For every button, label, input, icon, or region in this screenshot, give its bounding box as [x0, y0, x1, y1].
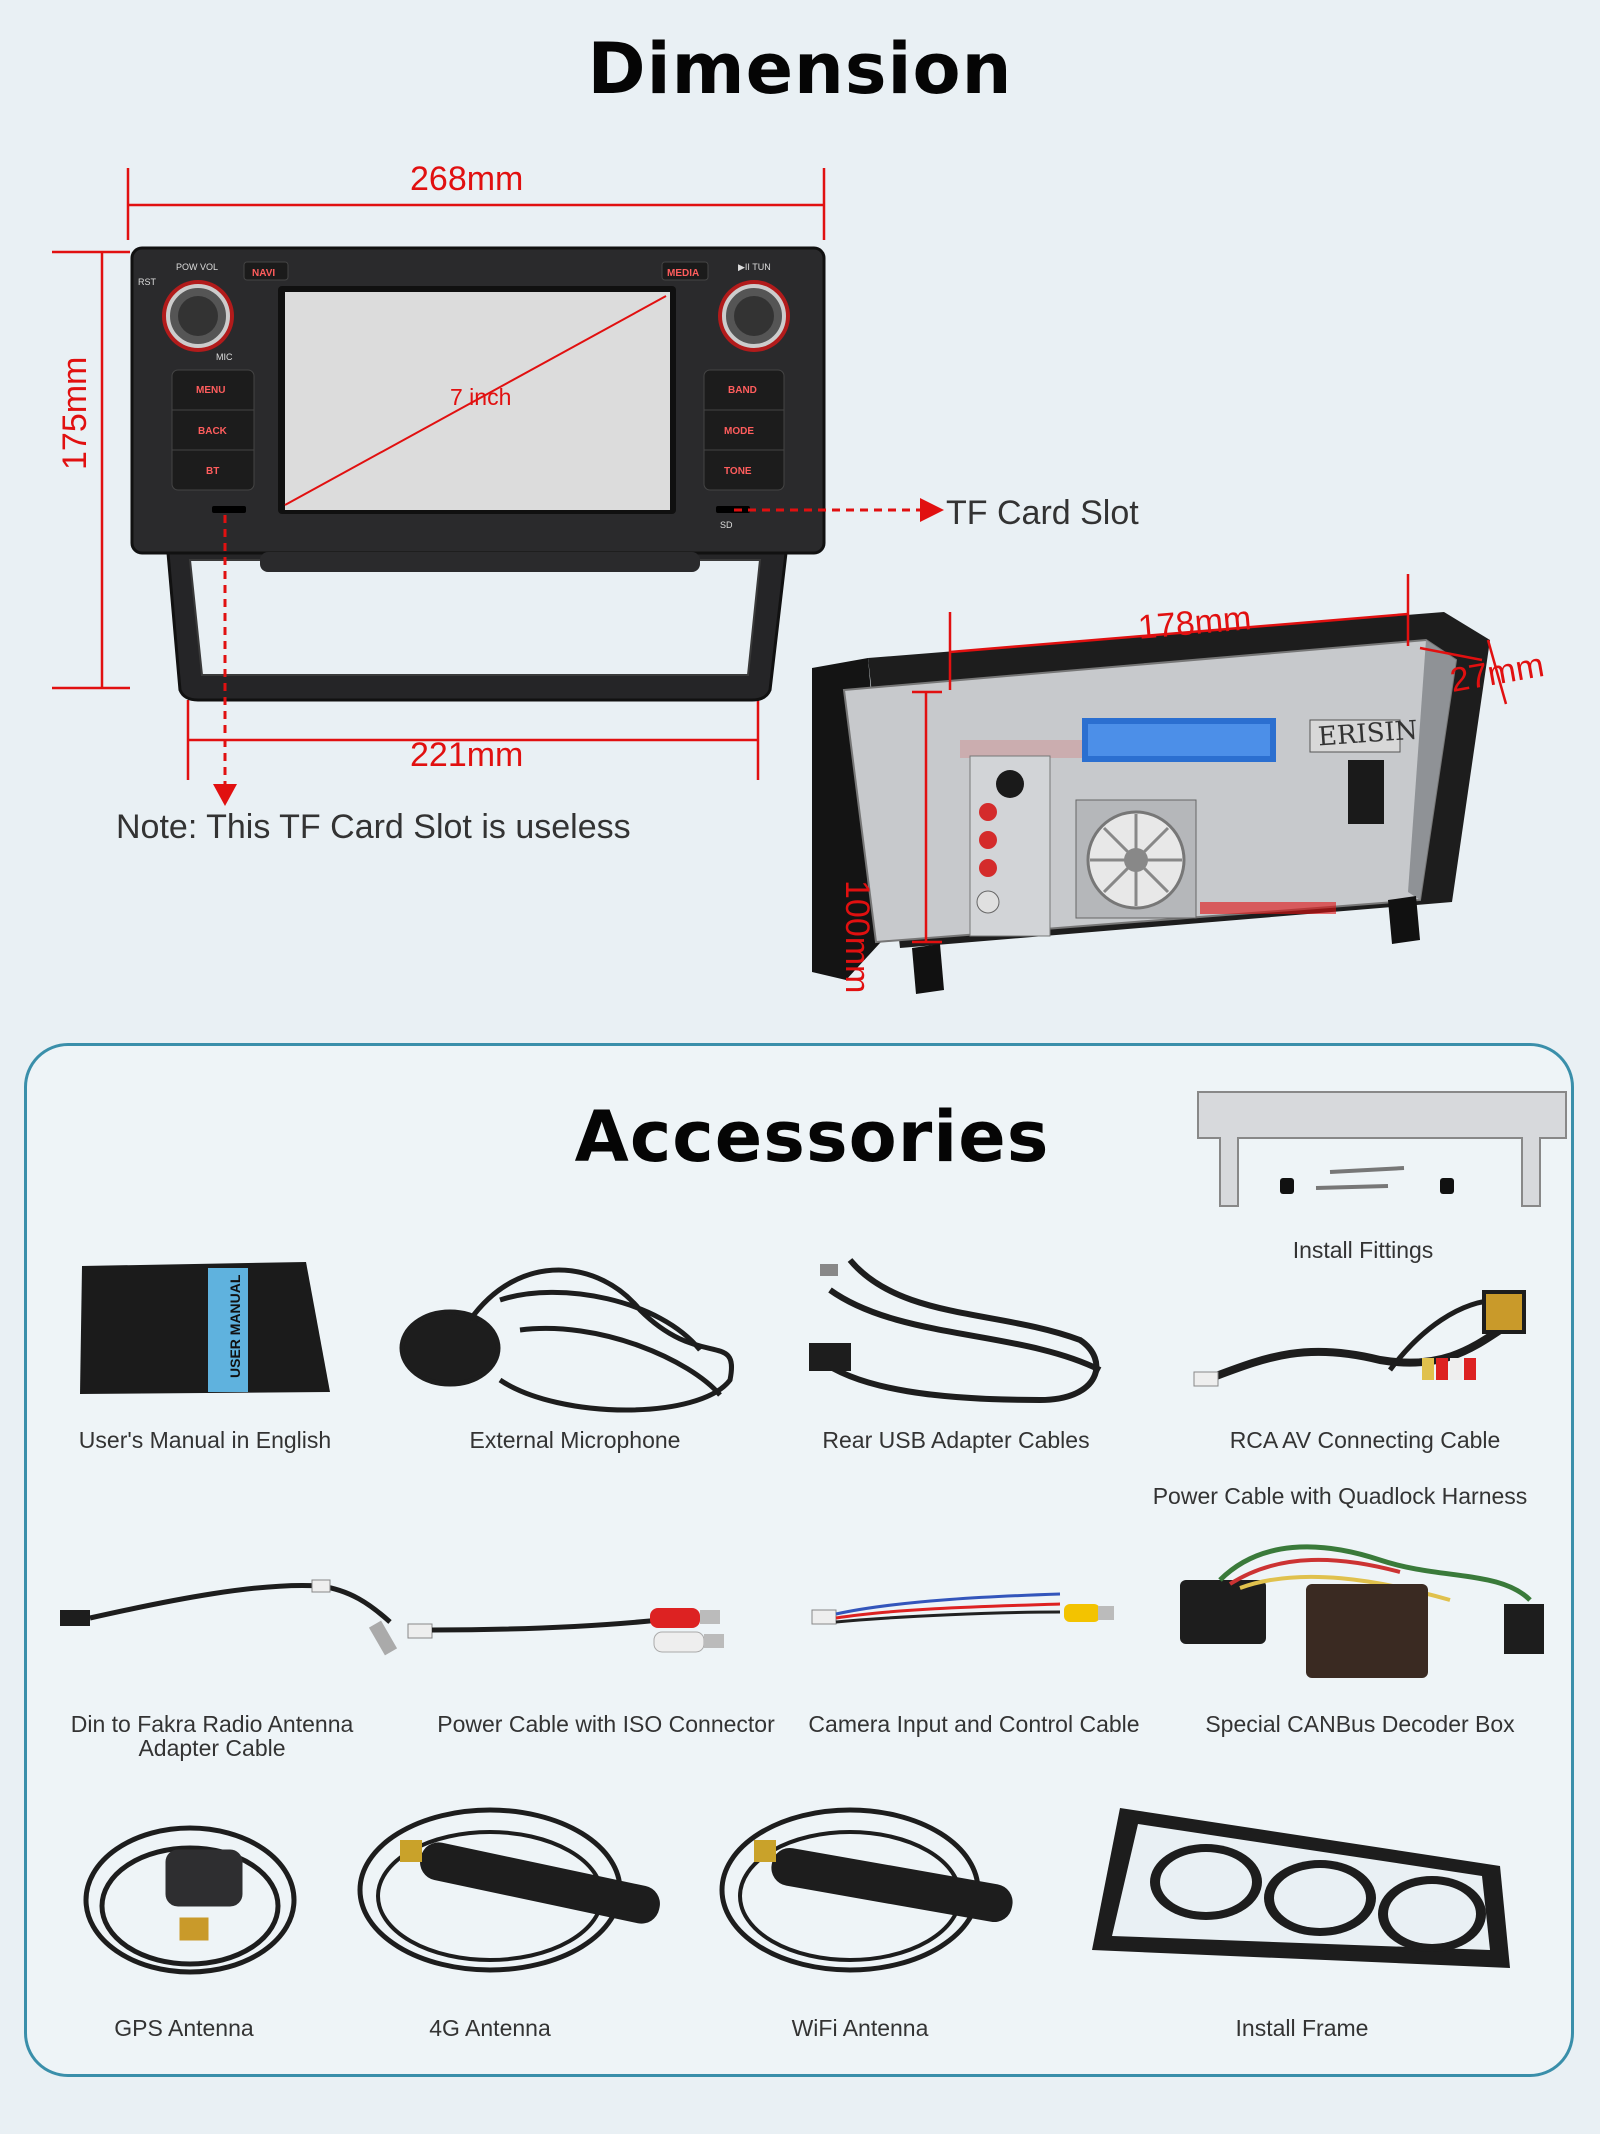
caption-install-frame: Install Frame [1235, 2015, 1369, 2041]
din-fakra-adapter-illustration [60, 1579, 398, 1656]
pow-vol-label: POW VOL [176, 262, 218, 272]
caption-rear-usb-cables: Rear USB Adapter Cables [822, 1427, 1090, 1453]
tf-card-slot-label: TF Card Slot [946, 494, 1139, 532]
tf-slot-note: Note: This TF Card Slot is useless [116, 808, 631, 846]
caption-wifi-antenna: WiFi Antenna [791, 2015, 929, 2041]
install-fittings-illustration [1197, 1091, 1567, 1207]
caption-users-manual: User's Manual in English [78, 1427, 332, 1453]
front-button-labels: POW VOL RST NAVI MEDIA ▶II TUN MIC MENU … [138, 262, 771, 530]
caption-4g-antenna: 4G Antenna [429, 2015, 551, 2041]
rca-av-cable-illustration [1193, 1290, 1526, 1387]
caption-quadlock-harness: Power Cable with Quadlock Harness [1152, 1483, 1528, 1509]
back-label: BACK [198, 426, 228, 437]
width-bottom-label: 221mm [410, 736, 524, 774]
caption-din-fakra-line1: Din to Fakra Radio Antenna [70, 1711, 354, 1737]
band-label: BAND [728, 385, 757, 396]
camera-input-cable-illustration [811, 1592, 1114, 1625]
caption-canbus-decoder: Special CANBus Decoder Box [1205, 1711, 1515, 1737]
user-manual-illustration: USER MANUAL [80, 1262, 330, 1394]
quadlock-harness-illustration [1180, 1544, 1544, 1678]
bt-label: BT [206, 466, 219, 477]
width-top-label: 268mm [410, 160, 524, 198]
tone-label: TONE [724, 466, 752, 477]
caption-camera-input-cable: Camera Input and Control Cable [808, 1711, 1140, 1737]
head-unit-back-illustration [812, 574, 1508, 994]
caption-external-microphone: External Microphone [469, 1427, 681, 1453]
gps-antenna-illustration [83, 1825, 297, 1975]
dimension-lines [52, 168, 826, 780]
caption-install-fittings: Install Fittings [1292, 1237, 1434, 1263]
external-microphone-illustration [399, 1267, 734, 1413]
4g-antenna-illustration [357, 1807, 660, 1973]
menu-label: MENU [196, 385, 225, 396]
rst-label: RST [138, 277, 157, 287]
caption-rca-av-cable: RCA AV Connecting Cable [1229, 1427, 1501, 1453]
head-unit-front-illustration [52, 168, 1508, 994]
caption-power-iso-cable: Power Cable with ISO Connector [437, 1711, 775, 1737]
navi-label: NAVI [252, 268, 275, 279]
caption-din-fakra-line2: Adapter Cable [138, 1735, 286, 1761]
caption-gps-antenna: GPS Antenna [114, 2015, 254, 2041]
mic-label: MIC [216, 352, 233, 362]
dimension-title: Dimension [587, 28, 1013, 110]
sd-label: SD [720, 520, 733, 530]
rear-usb-cables-illustration [809, 1258, 1102, 1404]
accessories-title: Accessories [574, 1096, 1050, 1178]
manual-cover-label: USER MANUAL [227, 1274, 243, 1378]
wifi-antenna-illustration [719, 1807, 1013, 1973]
install-frame-illustration [1092, 1808, 1510, 1968]
tun-label: ▶II TUN [738, 262, 771, 272]
screen-size-label: 7 inch [450, 384, 512, 410]
media-label: MEDIA [667, 268, 699, 279]
power-iso-cable-illustration [407, 1608, 724, 1653]
mode-label: MODE [724, 426, 754, 437]
